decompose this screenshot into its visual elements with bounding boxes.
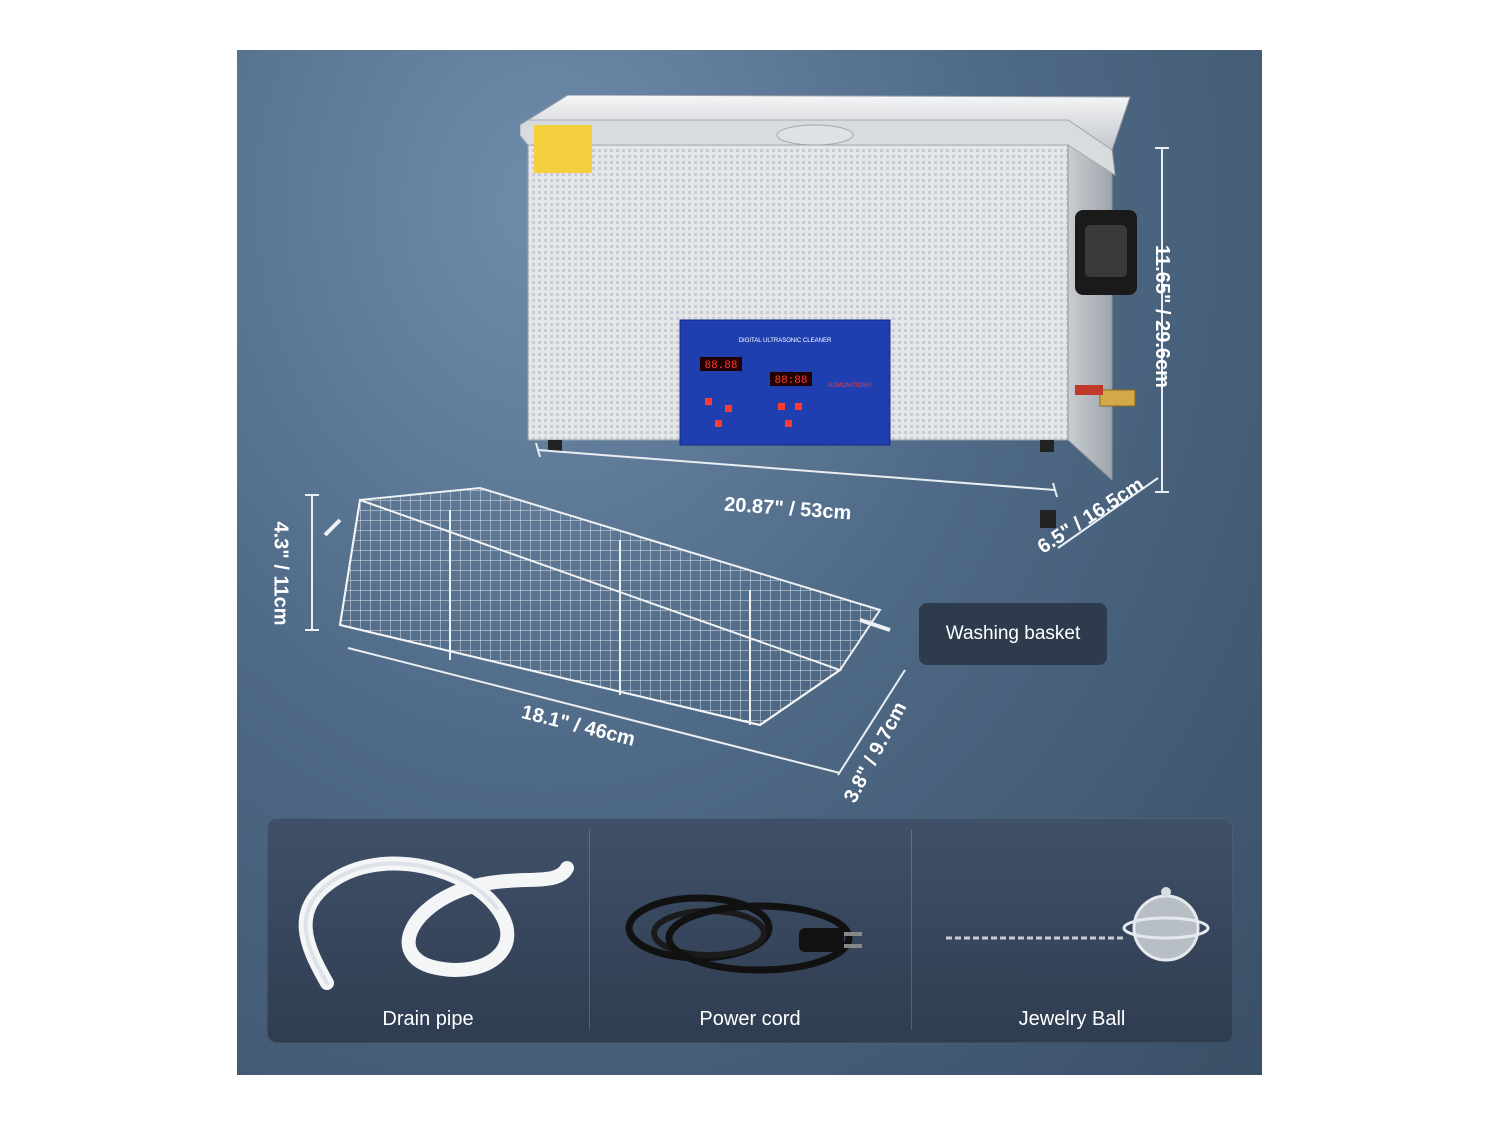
power-cord-label: Power cord (699, 1008, 801, 1030)
washing-basket-callout-label: Washing basket (945, 623, 1081, 644)
height-dimension-label: 11.65" / 29.6cm (1150, 245, 1173, 388)
drain-pipe-label: Drain pipe (382, 1008, 474, 1030)
svg-text:88:88: 88:88 (774, 375, 807, 387)
ultrasonic-cleaner: DIGITAL ULTRASONIC CLEANER 88.88 88:88 A… (520, 95, 1137, 528)
jewelry-ball-icon (946, 887, 1210, 962)
svg-text:88.88: 88.88 (704, 360, 737, 372)
accessory-power-cord: Power cord (589, 818, 911, 1043)
washing-basket-callout: Washing basket (919, 603, 1107, 665)
basket-height-dimension-label: 4.3" / 11cm (269, 521, 292, 626)
svg-text:DIGITAL ULTRASONIC CLEANER: DIGITAL ULTRASONIC CLEANER (739, 338, 832, 344)
power-cord-icon (625, 894, 862, 974)
accessory-drain-pipe: Drain pipe (267, 818, 589, 1043)
jewelry-ball-label: Jewelry Ball (1018, 1008, 1126, 1030)
accessory-jewelry-ball: Jewelry Ball (911, 818, 1233, 1043)
accessories-panel: Drain pipe Power cord Jewelry Ball (267, 818, 1233, 1043)
svg-text:ADMONITION!!!: ADMONITION!!! (828, 383, 872, 389)
accessory-divider (589, 830, 590, 1030)
drain-pipe-icon (298, 856, 574, 990)
accessory-divider (911, 830, 912, 1030)
